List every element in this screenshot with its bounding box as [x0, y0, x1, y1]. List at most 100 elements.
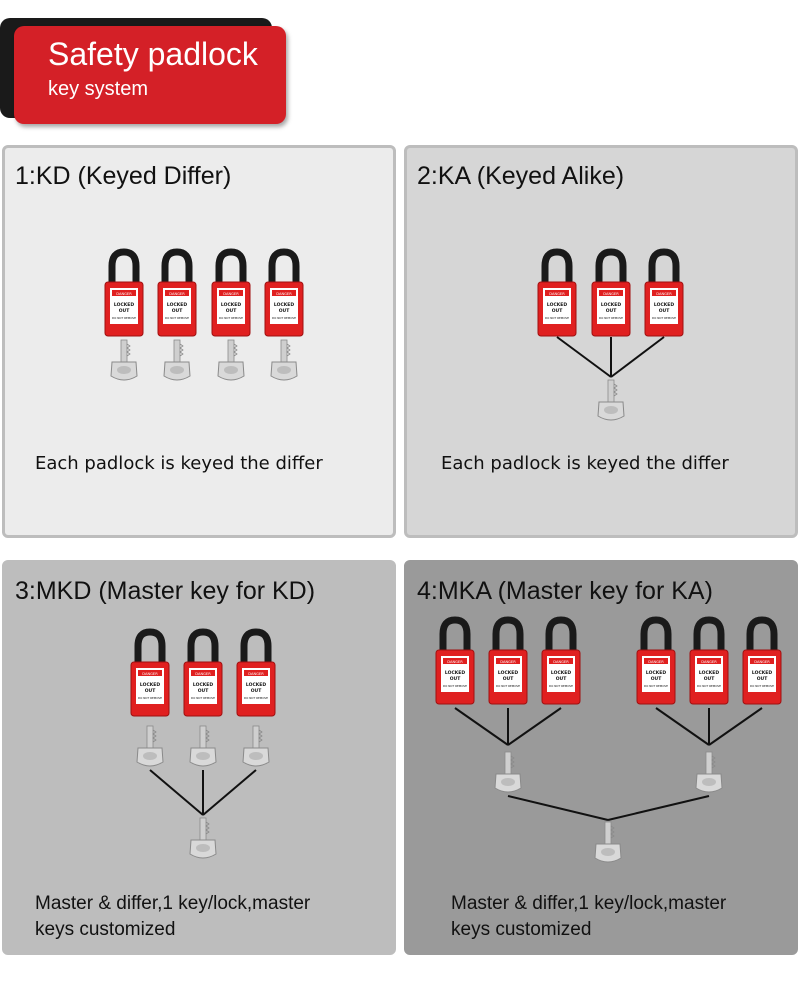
lock-danger-tag: DANGER	[116, 292, 132, 296]
key-icon	[597, 379, 625, 421]
connector-line	[507, 795, 609, 821]
caption-line-2: keys customized	[35, 919, 176, 940]
panel-title: 1:KD (Keyed Differ)	[15, 162, 232, 190]
key-icon	[110, 339, 138, 381]
lock-label-line2: OUT	[119, 308, 130, 314]
lock-label-line1: LOCKED	[221, 302, 241, 308]
connector-line	[454, 707, 509, 746]
panel-caption: Each padlock is keyed the differ	[441, 453, 729, 474]
lock-danger-tag: DANGER	[223, 292, 239, 296]
lock-label-line1: LOCKED	[445, 670, 465, 676]
lock-label-line1: LOCKED	[193, 682, 213, 688]
panel-caption: Master & differ,1 key/lock,master keys c…	[451, 891, 726, 943]
lock-label-line1: LOCKED	[140, 682, 160, 688]
lock-label-line2: OUT	[651, 676, 662, 682]
lock-label-line1: LOCKED	[646, 670, 666, 676]
connector-line	[607, 795, 710, 821]
lock-danger-tag: DANGER	[656, 292, 672, 296]
connector-line	[610, 336, 665, 378]
lock-danger-tag: DANGER	[549, 292, 565, 296]
lock-label-line2: OUT	[556, 676, 567, 682]
panel-title: 3:MKD (Master key for KD)	[15, 577, 316, 605]
key-icon	[189, 817, 217, 859]
panel-caption: Each padlock is keyed the differ	[35, 453, 323, 474]
banner-subtitle: key system	[48, 78, 149, 100]
lock-label-line2: OUT	[659, 308, 670, 314]
key-icon	[494, 751, 522, 793]
connector-line	[202, 769, 257, 816]
lock-label-line1: LOCKED	[498, 670, 518, 676]
lock-danger-tag: DANGER	[169, 292, 185, 296]
connector-line	[149, 769, 204, 816]
lock-label-line2: OUT	[552, 308, 563, 314]
lock-label-line3: DO NOT REMOVE	[599, 316, 623, 320]
lock-label-line1: LOCKED	[114, 302, 134, 308]
panel-caption: Master & differ,1 key/lock,master keys c…	[35, 891, 310, 943]
lock-danger-tag: DANGER	[754, 660, 770, 664]
lock-label-line3: DO NOT REMOVE	[750, 684, 774, 688]
key-icon	[594, 821, 622, 863]
lock-label-line2: OUT	[172, 308, 183, 314]
lock-danger-tag: DANGER	[142, 672, 158, 676]
caption-line-1: Master & differ,1 key/lock,master	[35, 893, 311, 914]
lock-danger-tag: DANGER	[447, 660, 463, 664]
connector-line	[708, 707, 763, 746]
lock-label-line3: DO NOT REMOVE	[443, 684, 467, 688]
lock-danger-tag: DANGER	[553, 660, 569, 664]
connector-line	[556, 336, 612, 378]
key-icon	[136, 725, 164, 767]
lock-label-line3: DO NOT REMOVE	[652, 316, 676, 320]
lock-label-line2: OUT	[450, 676, 461, 682]
lock-label-line3: DO NOT REMOVE	[138, 696, 162, 700]
lock-label-line2: OUT	[226, 308, 237, 314]
lock-label-line1: LOCKED	[274, 302, 294, 308]
lock-label-line3: DO NOT REMOVE	[272, 316, 296, 320]
banner-title: Safety padlock	[48, 36, 258, 72]
lock-label-line3: DO NOT REMOVE	[697, 684, 721, 688]
lock-label-line1: LOCKED	[547, 302, 567, 308]
key-icon	[242, 725, 270, 767]
lock-label-line2: OUT	[251, 688, 262, 694]
panel-title: 2:KA (Keyed Alike)	[417, 162, 625, 190]
lock-label-line3: DO NOT REMOVE	[496, 684, 520, 688]
panel-keyed-differ: 1:KD (Keyed Differ) Each padlock is keye…	[2, 145, 396, 538]
lock-label-line2: OUT	[279, 308, 290, 314]
lock-label-line3: DO NOT REMOVE	[191, 696, 215, 700]
lock-label-line2: OUT	[503, 676, 514, 682]
lock-label-line3: DO NOT REMOVE	[545, 316, 569, 320]
connector-line	[507, 707, 562, 746]
lock-danger-tag: DANGER	[701, 660, 717, 664]
panel-keyed-alike: 2:KA (Keyed Alike) Each padlock is keyed…	[404, 145, 798, 538]
lock-label-line1: LOCKED	[246, 682, 266, 688]
lock-danger-tag: DANGER	[195, 672, 211, 676]
caption-line-1: Master & differ,1 key/lock,master	[451, 893, 727, 914]
lock-label-line2: OUT	[704, 676, 715, 682]
key-icon	[217, 339, 245, 381]
lock-label-line1: LOCKED	[601, 302, 621, 308]
lock-label-line2: OUT	[606, 308, 617, 314]
title-banner: Safety padlock key system	[14, 26, 286, 124]
lock-label-line1: LOCKED	[752, 670, 772, 676]
lock-danger-tag: DANGER	[603, 292, 619, 296]
lock-label-line1: LOCKED	[167, 302, 187, 308]
key-icon	[189, 725, 217, 767]
lock-label-line1: LOCKED	[654, 302, 674, 308]
lock-label-line3: DO NOT REMOVE	[112, 316, 136, 320]
lock-danger-tag: DANGER	[248, 672, 264, 676]
panel-master-key-ka: 4:MKA (Master key for KA) Master & diffe…	[404, 560, 798, 955]
